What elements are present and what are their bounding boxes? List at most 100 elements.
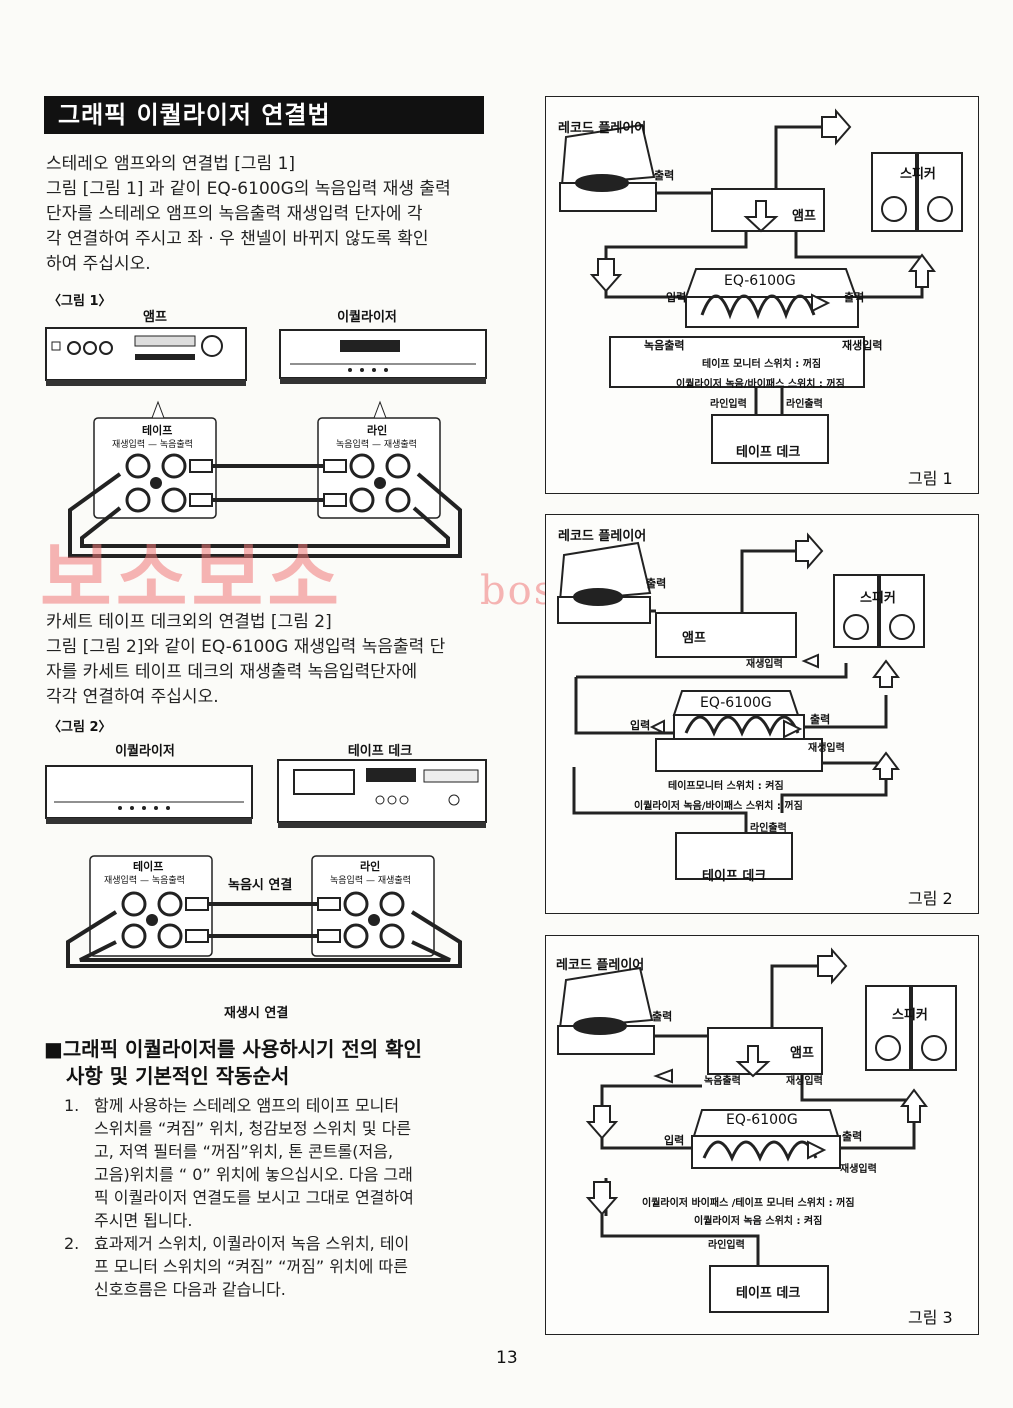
section2-line: 그림 [그림 2]와 같이 EQ-6100G 재생입력 녹음출력 단: [46, 637, 446, 657]
figure-1-panel: 레코드 플레이어 스피커 앰프 출력 EQ-6100G 입력 출력 녹음출력 재…: [545, 96, 979, 494]
record-player-label: 레코드 플레이어: [558, 121, 647, 136]
eq-model-label: EQ-6100G: [726, 1112, 798, 1128]
tape-deck-label: 테이프 데크: [736, 445, 801, 460]
figure-caption: 그림 2: [908, 889, 953, 908]
figure-caption: 그림 1: [908, 469, 953, 488]
figure-3-diagram: [557, 947, 957, 1313]
output-label: 출력: [646, 577, 667, 590]
list-item-line: 주시면 됩니다.: [94, 1211, 193, 1230]
fig2-label: 〈그림 2〉: [48, 720, 112, 735]
section1-line: 단자를 스테레오 앰프의 녹음출력 재생입력 단자에 각: [46, 204, 423, 224]
switch-state-2: 이퀄라이저 녹음/바이패스 스위치 : 꺼짐: [634, 801, 803, 812]
fig1-label: 〈그림 1〉: [48, 294, 112, 309]
tape-deck-label: 테이프 데크: [347, 744, 413, 759]
play-input-label: 재생입력: [746, 659, 783, 670]
figure-3-panel: 레코드 플레이어 스피커 앰프 출력 녹음출력 재생입력 EQ-6100G 입력…: [545, 935, 979, 1335]
list-item-line: 고음)위치를 “ 0” 위치에 놓으십시오. 다음 그래: [94, 1165, 413, 1184]
section2-line: 각각 연결하여 주십시오.: [46, 687, 219, 707]
input-label: 입력: [666, 291, 687, 304]
section1-line: 그림 [그림 1] 과 같이 EQ-6100G의 녹음입력 재생 출력: [46, 179, 451, 199]
section3-heading-line2: 사항 및 기본적인 작동순서: [66, 1064, 290, 1088]
instruction-list: 1. 함께 사용하는 스테레오 앰프의 테이프 모니터 스위치를 “켜짐” 위치…: [64, 1094, 492, 1301]
list-item-number: 1.: [64, 1096, 80, 1115]
line-input-label: 라인입력: [710, 399, 747, 410]
line-jack-label: 라인: [367, 424, 388, 437]
equalizer-device-drawing: [279, 329, 487, 384]
page-number: 13: [496, 1348, 518, 1368]
equalizer-device-drawing-2: [45, 765, 253, 824]
section2-text: 카세트 테이프 데크외의 연결법 [그림 2] 그림 [그림 2]와 같이 EQ…: [46, 610, 496, 710]
list-item-number: 2.: [64, 1234, 80, 1253]
tape-jack-sublabel-2: 재생입력 — 녹음출력: [104, 876, 185, 886]
eq-model-label: EQ-6100G: [724, 273, 796, 289]
list-item: 2. 효과제거 스위치, 이퀄라이저 녹음 스위치, 테이 프 모니터 스위치의…: [64, 1232, 492, 1301]
record-output-label: 녹음출력: [704, 1076, 741, 1087]
section1-line: 하여 주십시오.: [46, 254, 151, 274]
line-jack-sublabel-2: 녹음입력 — 재생출력: [330, 876, 411, 886]
speaker-label: 스피커: [892, 1008, 928, 1023]
section3-heading: ■그래픽 이퀄라이저를 사용하시기 전의 확인 사항 및 기본적인 작동순서: [44, 1036, 494, 1090]
list-item-line: 함께 사용하는 스테레오 앰프의 테이프 모니터: [94, 1096, 400, 1115]
play-input-label: 재생입력: [786, 1076, 823, 1087]
switch-state-1: 테이프모니터 스위치 : 켜짐: [668, 781, 784, 792]
eq-model-label: EQ-6100G: [700, 695, 772, 711]
tape-jack-label: 테이프: [142, 424, 173, 437]
tape-deck-label: 테이프 데크: [736, 1286, 801, 1301]
list-item-line: 스위치를 “켜짐” 위치, 청감보정 스위치 및 다른: [94, 1119, 412, 1138]
eq-output-label: 출력: [842, 1130, 863, 1143]
section3-heading-line1: ■그래픽 이퀄라이저를 사용하시기 전의 확인: [44, 1037, 422, 1061]
equalizer-label: 이퀄라이저: [337, 310, 397, 325]
list-item-line: 픽 이퀄라이저 연결도를 보시고 그대로 연결하여: [94, 1188, 414, 1207]
figure-2-diagram: [557, 532, 925, 880]
list-item-line: 효과제거 스위치, 이퀄라이저 녹음 스위치, 테이: [94, 1234, 410, 1253]
switch-state-2: 이퀄라이저 녹음 스위치 : 켜짐: [694, 1216, 823, 1227]
figure-caption: 그림 3: [908, 1308, 953, 1327]
record-connection-label: 녹음시 연결: [228, 878, 293, 893]
eq-output-label: 출력: [810, 713, 831, 726]
fig2-illustration: [45, 759, 487, 968]
section1-heading: 스테레오 앰프와의 연결법 [그림 1]: [46, 154, 296, 174]
line-jack-sublabel: 녹음입력 — 재생출력: [336, 440, 417, 450]
list-item: 1. 함께 사용하는 스테레오 앰프의 테이프 모니터 스위치를 “켜짐” 위치…: [64, 1094, 492, 1232]
input-label: 입력: [664, 1134, 685, 1147]
tape-deck-label: 테이프 데크: [702, 869, 767, 884]
play-input-label: 재생입력: [842, 339, 883, 352]
record-output-label: 녹음출력: [644, 339, 685, 352]
section2-line: 자를 카세트 테이프 데크의 재생출력 녹음입력단자에: [46, 662, 418, 682]
page-title: 그래픽 이퀄라이저 연결법: [44, 96, 484, 134]
input-label: 입력: [630, 719, 651, 732]
list-item-line: 프 모니터 스위치의 “켜짐” “꺼짐” 위치에 따른: [94, 1257, 408, 1276]
amp-label: 앰프: [792, 209, 816, 224]
figure-2-panel: 레코드 플레이어 스피커 앰프 출력 재생입력 EQ-6100G 입력 출력 재…: [545, 514, 979, 914]
switch-state-1: 테이프 모니터 스위치 : 꺼짐: [702, 359, 822, 370]
amp-label: 앰프: [790, 1046, 814, 1061]
section1-text: 스테레오 앰프와의 연결법 [그림 1] 그림 [그림 1] 과 같이 EQ-6…: [46, 152, 496, 277]
list-item-line: 신호흐름은 다음과 같습니다.: [94, 1280, 286, 1299]
amp-label: 앰프: [682, 631, 706, 646]
section1-line: 각 연결하여 주시고 좌 · 우 챈넬이 바뀌지 않도록 확인: [46, 229, 429, 249]
eq-play-input-label: 재생입력: [808, 743, 845, 754]
list-item-line: 고, 저역 필터를 “꺼짐”위치, 톤 콘트롤(저음,: [94, 1142, 394, 1161]
switch-state-2: 이퀄라이저 녹음/바이패스 스위치 : 꺼짐: [676, 379, 845, 390]
tape-deck-device-drawing: [277, 759, 487, 828]
line-output-label: 라인출력: [786, 399, 823, 410]
speaker-label: 스피커: [900, 167, 936, 182]
line-output-label: 라인출력: [750, 823, 787, 834]
tape-jack-sublabel: 재생입력 — 녹음출력: [112, 440, 193, 450]
playback-connection-label: 재생시 연결: [224, 1006, 289, 1021]
record-player-label: 레코드 플레이어: [556, 958, 645, 973]
fig1-illustration: [45, 327, 487, 558]
amp-device-drawing: [45, 327, 247, 386]
eq-output-label: 출력: [844, 291, 865, 304]
tape-jack-label-2: 테이프: [133, 860, 164, 873]
figure-1-diagram: [559, 108, 963, 464]
watermark-logo: 보소보소: [40, 534, 344, 624]
output-label: 출력: [654, 169, 675, 182]
switch-state-1: 이퀄라이저 바이패스 /테이프 모니터 스위치 : 꺼짐: [642, 1198, 855, 1209]
amp-label: 앰프: [143, 310, 167, 325]
record-player-label: 레코드 플레이어: [558, 529, 647, 544]
line-jack-label-2: 라인: [360, 860, 381, 873]
equalizer-label-2: 이퀄라이저: [115, 744, 175, 759]
section2-heading: 카세트 테이프 데크외의 연결법 [그림 2]: [46, 612, 332, 632]
speaker-label: 스피커: [860, 591, 896, 606]
